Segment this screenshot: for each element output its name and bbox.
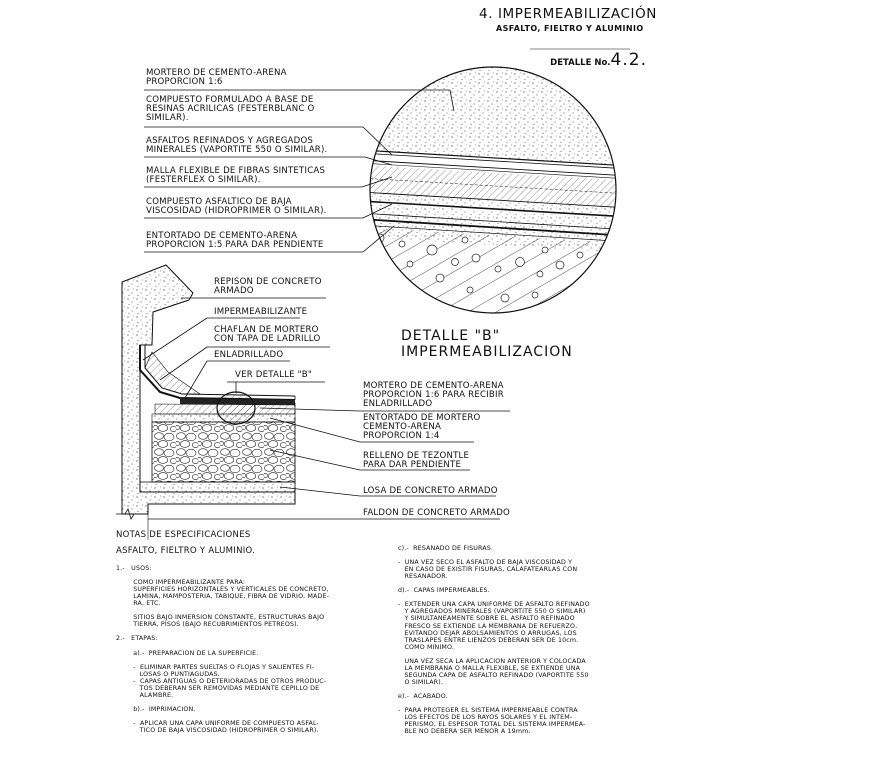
detail-prefix: DETALLE No. <box>550 57 611 68</box>
label-mortero-1-6: MORTERO DE CEMENTO-ARENA PROPORCION 1:6 <box>146 68 287 88</box>
label-impermeabilizante: IMPERMEABILIZANTE <box>214 307 308 317</box>
label-repison: REPISON DE CONCRETO ARMADO <box>214 277 322 297</box>
label-entortado-1-5: ENTORTADO DE CEMENTO-ARENA PROPORCION 1:… <box>146 231 324 251</box>
label-tezontle: RELLENO DE TEZONTLE PARA DAR PENDIENTE <box>363 451 470 471</box>
label-losa: LOSA DE CONCRETO ARMADO <box>363 486 498 496</box>
label-mortero-enladrillado: MORTERO DE CEMENTO-ARENA PROPORCION 1:6 … <box>363 381 504 410</box>
label-faldon: FALDON DE CONCRETO ARMADO <box>363 508 511 518</box>
detail-b-outline <box>369 66 617 314</box>
label-chaflan: CHAFLAN DE MORTERO CON TAPA DE LADRILLO <box>214 325 321 345</box>
detail-number: 4.2. <box>610 49 647 70</box>
notes-heading: NOTAS DE ESPECIFICACIONES <box>116 530 251 540</box>
page-title: 4. IMPERMEABILIZACIÓN <box>479 6 657 22</box>
notes-subheading: ASFALTO, FIELTRO Y ALUMINIO. <box>116 546 256 556</box>
label-entortado-1-4: ENTORTADO DE MORTERO CEMENTO-ARENA PROPO… <box>363 413 481 442</box>
label-malla-flexible: MALLA FLEXIBLE DE FIBRAS SINTETICAS (FES… <box>146 166 326 186</box>
section-leaders <box>142 297 510 520</box>
detail-b-title: DETALLE "B" <box>401 328 501 344</box>
notes-left-column: 1.- USOS: COMO IMPERMEABILIZANTE PARA: S… <box>116 565 330 735</box>
label-enladrillado: ENLADRILLADO <box>214 350 284 360</box>
detail-b-leaders <box>144 89 455 253</box>
section-drawing <box>116 264 296 540</box>
detail-b-subtitle: IMPERMEABILIZACION <box>401 344 573 360</box>
label-compuesto-asfaltico: COMPUESTO ASFALTICO DE BAJA VISCOSIDAD (… <box>146 197 327 217</box>
detail-b-circle <box>370 67 616 313</box>
label-asfaltos-refinados: ASFALTOS REFINADOS Y AGREGADOS MINERALES… <box>146 136 328 156</box>
label-compuesto-acrilico: COMPUESTO FORMULADO A BASE DE RESINAS AC… <box>146 95 315 124</box>
notes-right-column: c).- RESANADO DE FISURAS. - UNA VEZ SECO… <box>398 545 590 736</box>
page-subtitle: ASFALTO, FIELTRO Y ALUMINIO <box>496 24 644 33</box>
label-ver-detalle-b: VER DETALLE "B" <box>235 370 313 380</box>
detail-number-block: DETALLE No.4.2. <box>540 35 647 70</box>
